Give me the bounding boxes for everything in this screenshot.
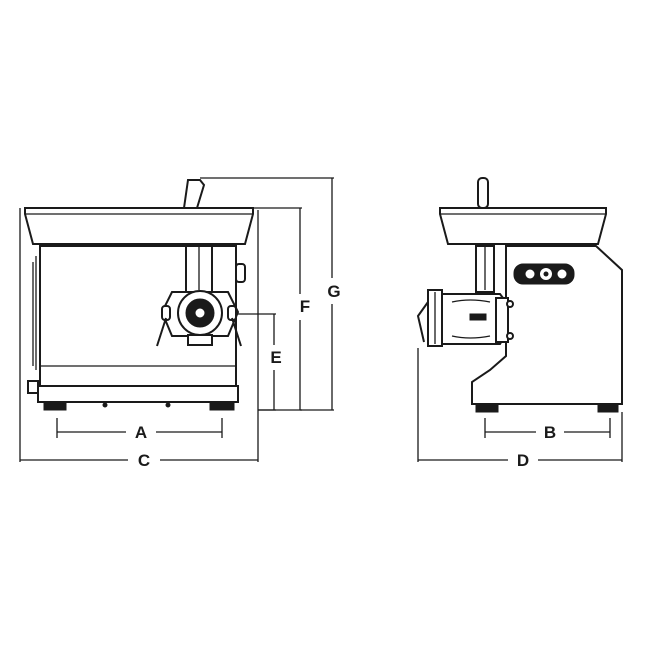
front-stomper-handle (182, 179, 206, 209)
side-body (471, 245, 623, 405)
dimension-label-d: D (517, 451, 529, 470)
side-foot-left (475, 403, 499, 413)
side-collar (495, 297, 509, 343)
side-view (416, 177, 623, 413)
side-handle (416, 301, 429, 343)
front-power-switch (235, 263, 246, 283)
dimension-label-f: F (300, 297, 310, 316)
front-grinder-head (160, 290, 240, 346)
front-handle-right (231, 317, 242, 347)
side-stomper (477, 177, 489, 209)
front-base (37, 385, 239, 403)
side-control-panel (513, 263, 575, 285)
front-handle-left (156, 317, 167, 347)
front-foot-right (209, 401, 235, 411)
dimension-labels: A C E F G B D (135, 282, 556, 470)
front-vents (32, 256, 37, 370)
dimension-label-a: A (135, 423, 147, 442)
dimension-label-e: E (270, 348, 281, 367)
dimension-label-b: B (544, 423, 556, 442)
dimension-label-c: C (138, 451, 150, 470)
front-view (24, 179, 254, 411)
dimension-lines (19, 177, 623, 462)
side-foot-right (597, 403, 619, 413)
front-foot-left (43, 401, 67, 411)
dimension-label-g: G (327, 282, 340, 301)
front-side-knob (27, 380, 39, 394)
